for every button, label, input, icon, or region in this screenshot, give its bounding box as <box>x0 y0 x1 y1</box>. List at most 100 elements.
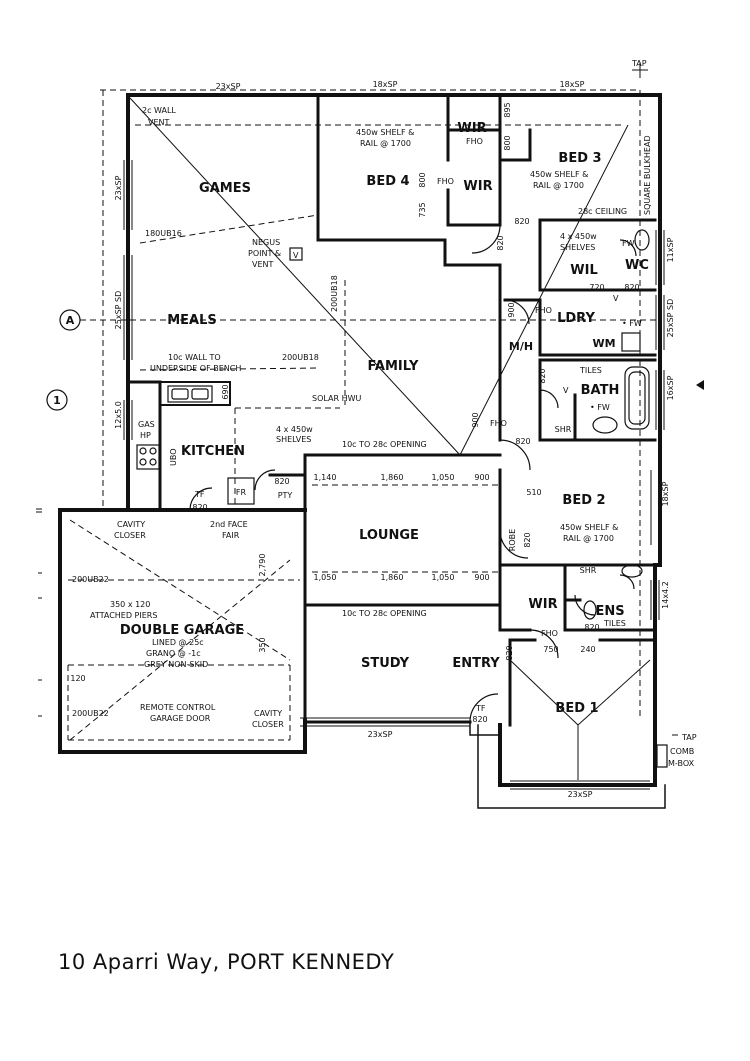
ens-toilet-icon <box>583 600 597 620</box>
dim-240: 240 <box>580 645 595 654</box>
room-double-garage: DOUBLE GARAGE <box>120 623 244 638</box>
note-tiles-ens: TILES <box>603 619 626 628</box>
sink-icon <box>167 385 213 403</box>
wc-toilet-icon <box>634 229 650 251</box>
dim-top-right: 18xSP <box>560 80 585 89</box>
fixtures <box>136 229 668 768</box>
note-cavity-closer-1: CAVITY <box>117 520 145 529</box>
dim-820-3: 820 <box>624 283 639 292</box>
dim-1050c: 1,050 <box>432 573 455 582</box>
wall-bed2 <box>498 478 657 567</box>
room-robe: ROBE <box>508 529 517 551</box>
fridge-recess-icon <box>227 477 255 505</box>
dim-1860: 1,860 <box>381 473 404 482</box>
dim-820-11: 820 <box>472 715 487 724</box>
dim-top-mid: 18xSP <box>373 80 398 89</box>
note-shelf-rail-3a: 450w SHELF & <box>560 523 618 532</box>
note-remote-2: GARAGE DOOR <box>150 714 211 723</box>
dim-800b: 800 <box>418 172 427 187</box>
note-shelves-a-2: SHELVES <box>560 243 595 252</box>
note-180ub16: 180UB16 <box>145 229 182 238</box>
dim-1050b: 1,050 <box>314 573 337 582</box>
note-opening-bottom: 10c TO 28c OPENING <box>342 609 427 618</box>
room-bed3: BED 3 <box>558 151 601 166</box>
room-bed4: BED 4 <box>366 174 409 189</box>
room-lounge: LOUNGE <box>359 528 419 543</box>
wall-garage <box>58 508 307 754</box>
note-shelf-rail-3b: RAIL @ 1700 <box>563 534 614 543</box>
wall-ens <box>563 563 657 632</box>
note-fho-1: FHO <box>466 137 483 146</box>
dim-800a: 800 <box>503 135 512 150</box>
dim-820-7: 820 <box>274 477 289 486</box>
wall-ldry <box>503 298 657 362</box>
note-wall-bench-1: 10c WALL TO <box>168 353 221 362</box>
note-fw-2: • FW <box>622 319 642 328</box>
dim-750: 750 <box>543 645 558 654</box>
dim-right-5: 14x4.2 <box>661 581 670 609</box>
room-fr: FR <box>236 488 247 497</box>
dim-900-2: 900 <box>471 412 480 427</box>
note-negus-3: VENT <box>252 260 274 269</box>
cooktop-icon <box>136 444 160 470</box>
dim-820-9: 820 <box>584 623 599 632</box>
dim-right-2: 25xSP SD <box>666 299 675 338</box>
section-arrow-icon <box>696 380 704 390</box>
room-kitchen: KITCHEN <box>181 444 245 459</box>
note-garage-1: LINED @ 25c <box>152 638 204 647</box>
room-shr-ens: SHR <box>580 566 597 575</box>
note-shelves-b-2: SHELVES <box>276 435 311 444</box>
note-fho-3: FHO <box>535 306 552 315</box>
note-garage-2: GRANO @ -1c <box>146 649 201 658</box>
note-wall-vent-1: 2c WALL <box>142 106 176 115</box>
room-entry: ENTRY <box>452 656 500 671</box>
ens-basin-icon <box>621 564 643 578</box>
room-bed2: BED 2 <box>562 493 605 508</box>
wall-kitchen <box>126 380 162 512</box>
dim-895: 895 <box>503 102 512 117</box>
walls <box>58 93 666 809</box>
grid-marker-a-icon <box>59 309 81 331</box>
note-ceiling-28c: 28c CEILING <box>578 207 627 216</box>
note-wall-bench-2: UNDERSIDE OF BENCH <box>150 364 241 373</box>
bathtub-inner-icon <box>628 371 646 425</box>
room-ldry: LDRY <box>557 311 595 326</box>
hwu-box-icon <box>289 247 303 261</box>
edge-marks <box>36 62 678 736</box>
room-games: GAMES <box>199 181 251 196</box>
windows <box>123 160 665 790</box>
note-negus-1: NEGUS <box>252 238 280 247</box>
room-labels: GAMES BED 4 BED 3 MEALS FAMILY KITCHEN L… <box>120 121 649 716</box>
note-tf-2: TF <box>475 704 486 713</box>
note-wall-vent-2: VENT <box>148 118 170 127</box>
note-piers-1: 350 x 120 <box>110 600 150 609</box>
dim-1140: 1,140 <box>314 473 337 482</box>
note-shelf-rail-2b: RAIL @ 1700 <box>533 181 584 190</box>
grid-marker-1-label: 1 <box>53 394 61 407</box>
outer-wall-right-lower <box>498 353 662 787</box>
note-tf-1: TF <box>194 490 205 499</box>
note-solar-hwu: SOLAR HWU <box>312 394 362 403</box>
room-ens: ENS <box>595 604 624 619</box>
note-200ub22-a: 200UB22 <box>72 575 109 584</box>
grid-marker-1-icon <box>46 389 68 411</box>
dim-top-left: 23xSP <box>216 82 241 91</box>
grid-markers: A 1 <box>46 309 704 411</box>
room-wc: WC <box>625 258 649 273</box>
note-tap-2: TAP <box>681 733 697 742</box>
room-wir-top: WIR <box>457 121 486 136</box>
dim-left-mid: 25xSP SD <box>114 291 123 330</box>
dim-1050: 1,050 <box>432 473 455 482</box>
note-fw-1: FW <box>622 239 635 248</box>
note-shelf-rail-1a: 450w SHELF & <box>356 128 414 137</box>
note-tap-1: TAP <box>631 59 647 68</box>
dim-690: 690 <box>221 384 230 399</box>
note-shelves-b-1: 4 x 450w <box>276 425 313 434</box>
note-piers-2: ATTACHED PIERS <box>90 611 157 620</box>
laundry-trough-icon <box>621 332 641 352</box>
burner-icon <box>139 447 147 455</box>
note-fho-2: FHO <box>437 177 454 186</box>
note-200ub18-v: 200UB18 <box>330 275 339 312</box>
dim-right-1: 11xSP <box>666 237 675 262</box>
room-wir-bed1: WIR <box>528 597 557 612</box>
